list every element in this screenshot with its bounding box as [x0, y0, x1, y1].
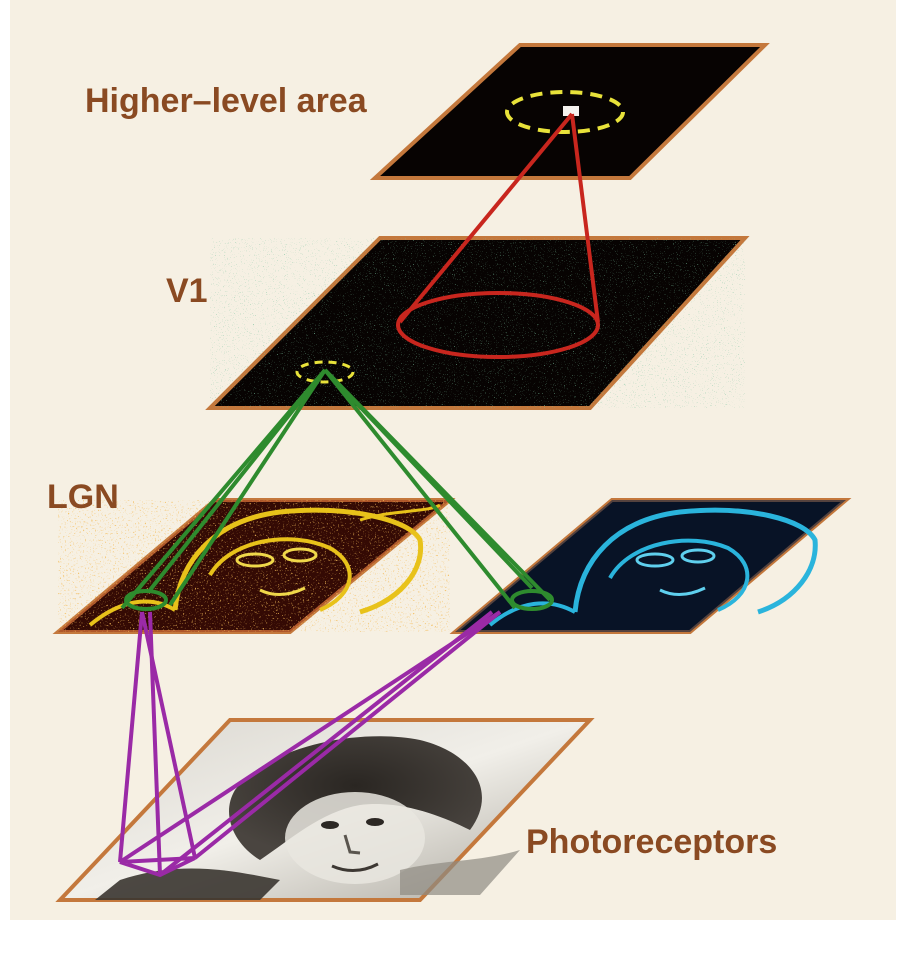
green-projection-cones — [120, 368, 554, 611]
higher-receptive-field — [505, 90, 625, 134]
label-higher-level-area: Higher–level area — [85, 82, 368, 120]
lgn-left-plane — [52, 498, 456, 634]
label-photoreceptors: Photoreceptors — [526, 823, 777, 861]
higher-unit-marker — [563, 106, 579, 116]
purple-projection-cones — [118, 610, 502, 878]
v1-receptive-field — [295, 360, 355, 384]
red-projection-cone — [396, 112, 600, 359]
label-v1: V1 — [166, 272, 208, 310]
label-lgn: LGN — [47, 478, 119, 516]
